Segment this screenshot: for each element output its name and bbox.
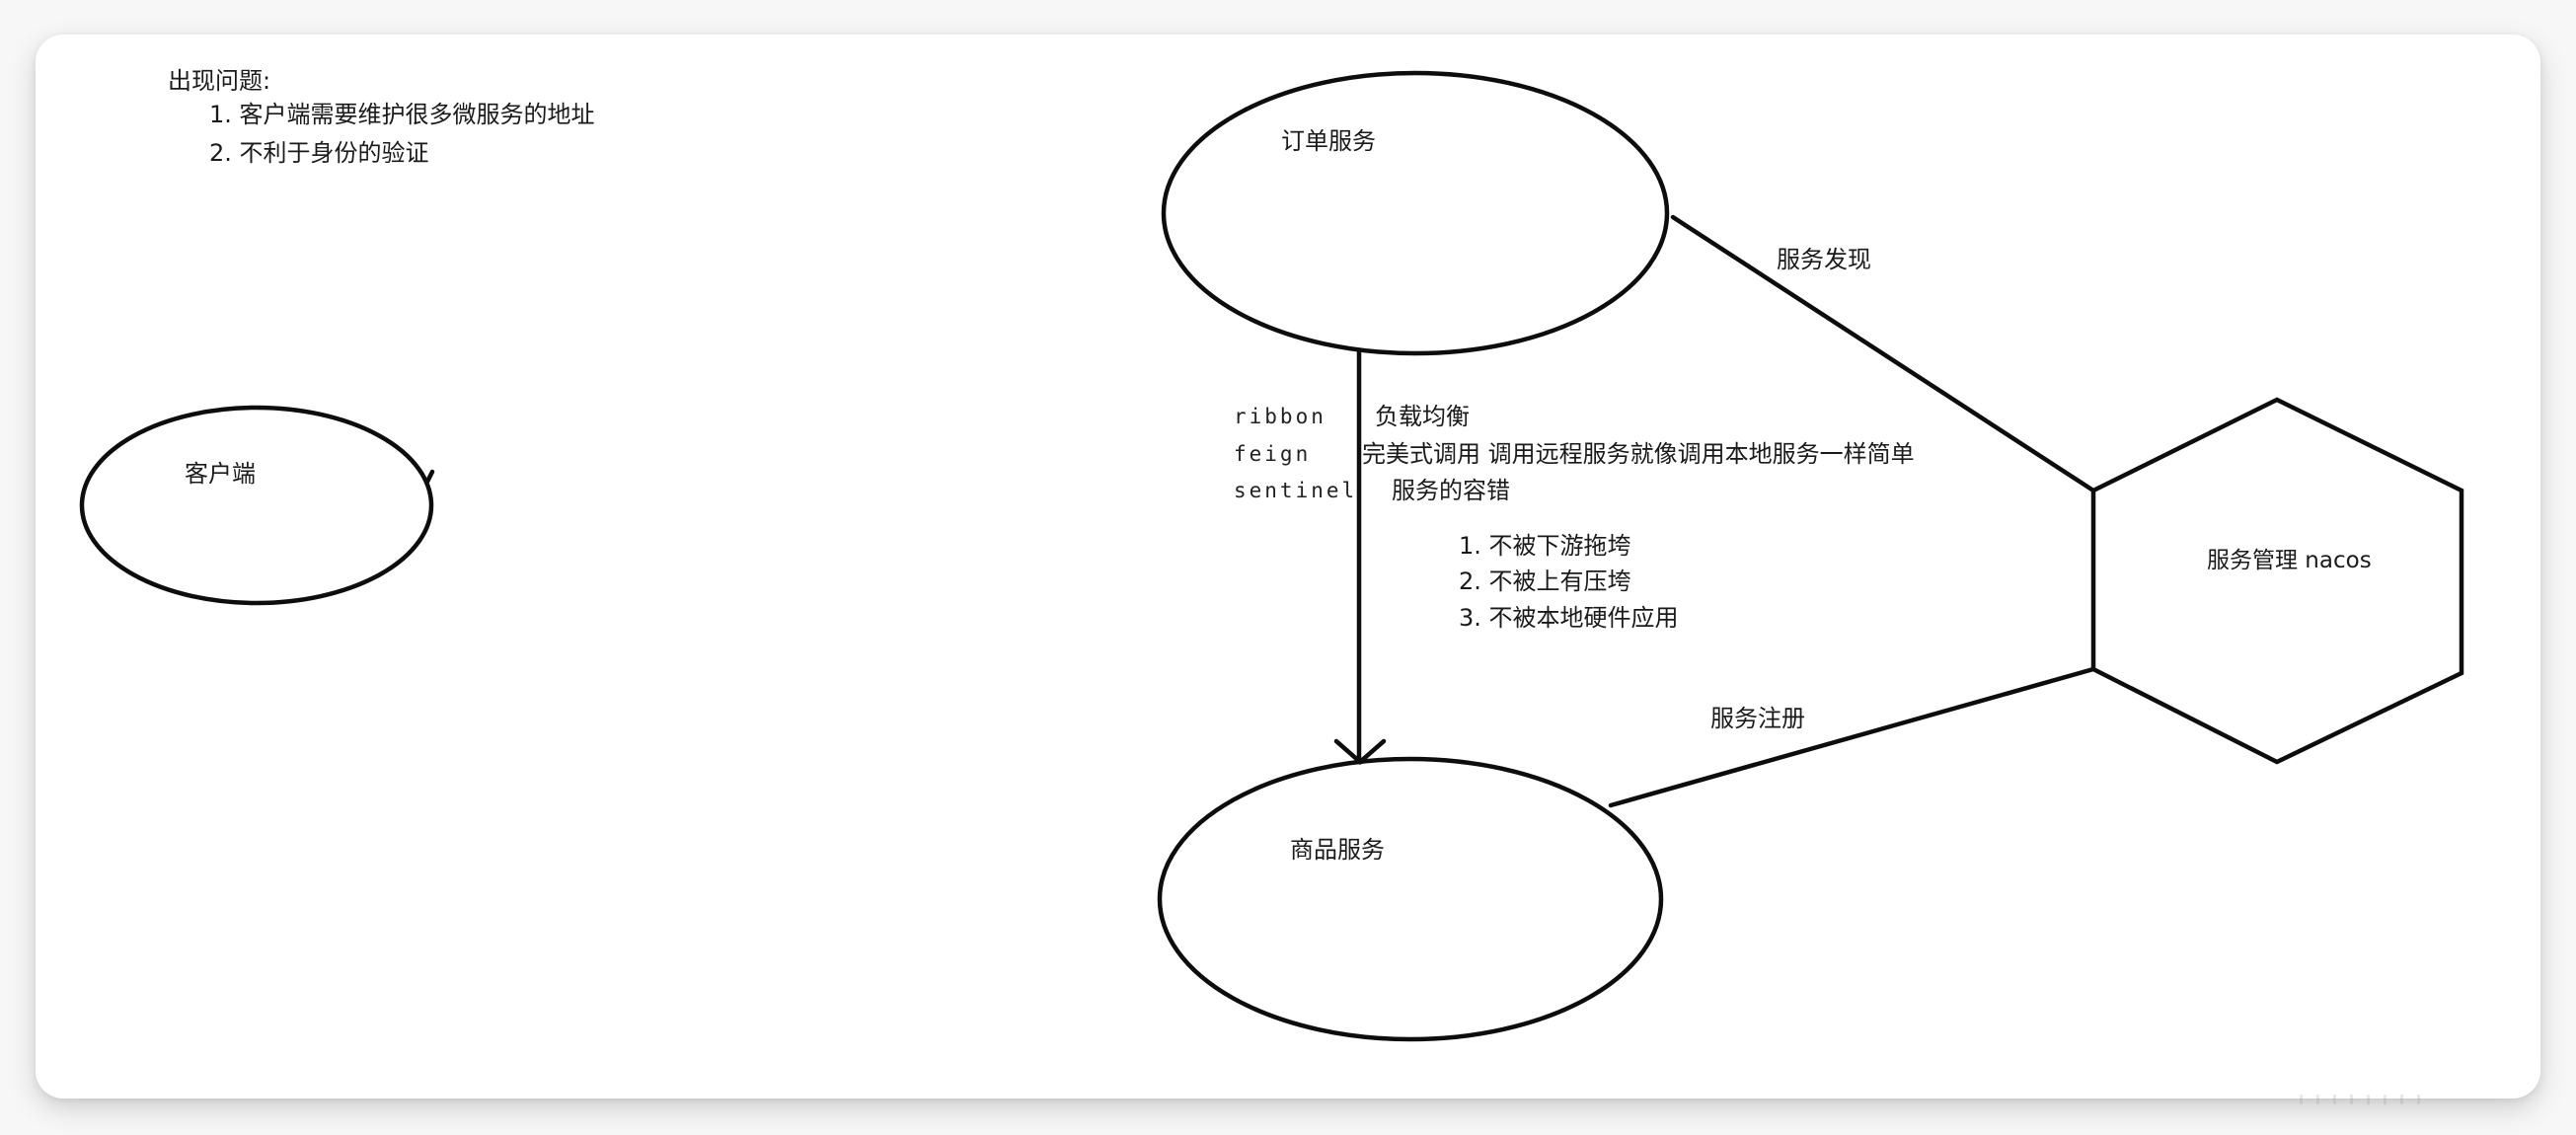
- diagram-canvas: [36, 35, 2540, 1098]
- discovery-edge-line[interactable]: [1670, 214, 2096, 493]
- registration-edge-label: 服务注册: [1710, 705, 1805, 732]
- component-name-feign: feign: [1234, 442, 1312, 466]
- order-service-node-shape[interactable]: [1161, 70, 1670, 356]
- client-node-label: 客户端: [185, 460, 256, 488]
- product-service-node-label: 商品服务: [1290, 836, 1385, 864]
- sentinel-point: 2. 不被上有压垮: [1459, 568, 1631, 595]
- notes-title: 出现问题:: [168, 67, 271, 95]
- component-name-ribbon: ribbon: [1234, 405, 1326, 428]
- registration-edge-line[interactable]: [1608, 666, 2096, 808]
- registry-node-label: 服务管理 nacos: [2207, 548, 2372, 573]
- component-name-sentinel: sentinel: [1234, 479, 1358, 502]
- sentinel-point: 1. 不被下游拖垮: [1459, 532, 1631, 560]
- notes-item: 2. 不利于身份的验证: [209, 139, 429, 167]
- component-desc-feign: 完美式调用 调用远程服务就像调用本地服务一样简单: [1362, 440, 1915, 468]
- client-stray-tick: [424, 469, 435, 485]
- component-desc-ribbon: 负载均衡: [1375, 403, 1470, 430]
- watermark-fragment: [2300, 1090, 2458, 1104]
- notes-item: 1. 客户端需要维护很多微服务的地址: [209, 101, 595, 128]
- client-node-shape[interactable]: [79, 405, 434, 606]
- discovery-edge-label: 服务发现: [1777, 246, 1871, 273]
- product-service-node-shape[interactable]: [1157, 756, 1664, 1042]
- sentinel-point: 3. 不被本地硬件应用: [1459, 604, 1679, 632]
- order-service-node-label: 订单服务: [1281, 127, 1376, 155]
- component-desc-sentinel: 服务的容错: [1392, 477, 1510, 504]
- registry-node-shape[interactable]: [2090, 397, 2464, 765]
- arrowhead-icon: [1333, 738, 1387, 765]
